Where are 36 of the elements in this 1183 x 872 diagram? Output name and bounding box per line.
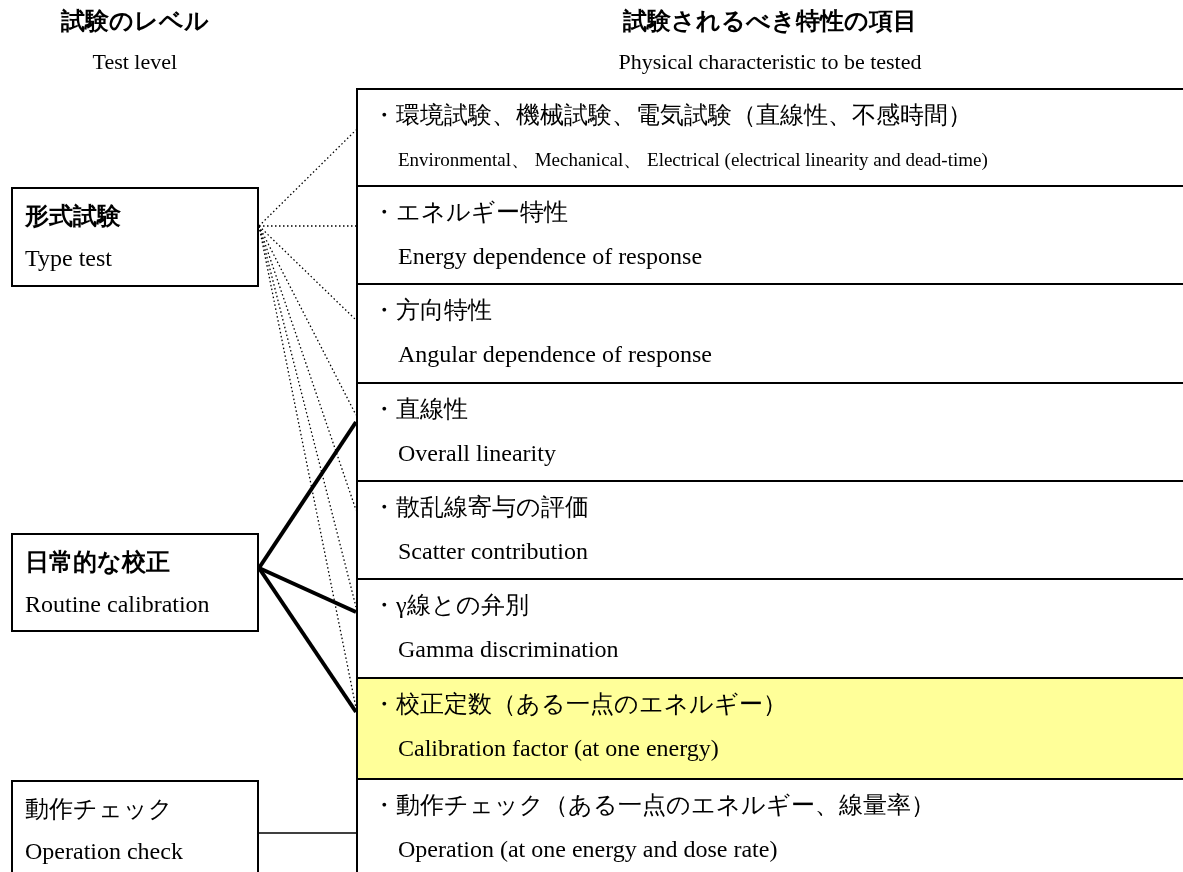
connector-line bbox=[258, 832, 357, 834]
japanese-label: ・校正定数（ある一点のエネルギー） bbox=[372, 691, 787, 718]
test-level-box bbox=[11, 533, 259, 632]
dotted-connector bbox=[258, 225, 357, 709]
english-label: Angular dependence of response bbox=[398, 341, 712, 368]
english-label: Overall linearity bbox=[398, 440, 556, 467]
japanese-label: ・動作チェック（ある一点のエネルギー、線量率） bbox=[372, 792, 935, 819]
column-subheading: Test level bbox=[92, 50, 178, 75]
dotted-connector bbox=[258, 225, 357, 227]
column-heading: 試験されるべき特性の項目 bbox=[623, 8, 917, 35]
english-label: Calibration factor (at one energy) bbox=[398, 735, 719, 762]
column-heading: 試験のレベル bbox=[61, 8, 209, 35]
japanese-label: 動作チェック bbox=[25, 796, 173, 823]
japanese-label: ・散乱線寄与の評価 bbox=[372, 494, 589, 521]
japanese-label: ・エネルギー特性 bbox=[372, 199, 568, 226]
english-label: Type test bbox=[25, 245, 112, 272]
column-subheading: Physical characteristic to be tested bbox=[618, 50, 922, 75]
japanese-label: ・方向特性 bbox=[372, 297, 492, 324]
test-item-row bbox=[356, 677, 1183, 780]
test-item-row bbox=[356, 88, 1183, 187]
japanese-label: ・γ線との弁別 bbox=[372, 592, 529, 619]
english-label: Environmental、 Mechanical、 Electrical (electrical linearity and dead-time) bbox=[398, 150, 988, 171]
japanese-label: 形式試験 bbox=[25, 203, 121, 230]
english-label: Scatter contribution bbox=[398, 538, 588, 565]
english-label: Energy dependence of response bbox=[398, 243, 703, 270]
japanese-label: ・直線性 bbox=[372, 396, 468, 423]
english-label: Gamma discrimination bbox=[398, 636, 619, 663]
english-label: Operation check bbox=[25, 838, 183, 865]
test-level-box bbox=[11, 780, 259, 872]
japanese-label: ・環境試験、機械試験、電気試験（直線性、不感時間） bbox=[372, 102, 972, 129]
connector-line bbox=[257, 420, 358, 570]
connector-line bbox=[258, 566, 357, 614]
japanese-label: 日常的な校正 bbox=[25, 549, 170, 576]
test-level-box bbox=[11, 187, 259, 287]
english-label: Routine calibration bbox=[25, 591, 210, 618]
english-label: Operation (at one energy and dose rate) bbox=[398, 836, 778, 863]
